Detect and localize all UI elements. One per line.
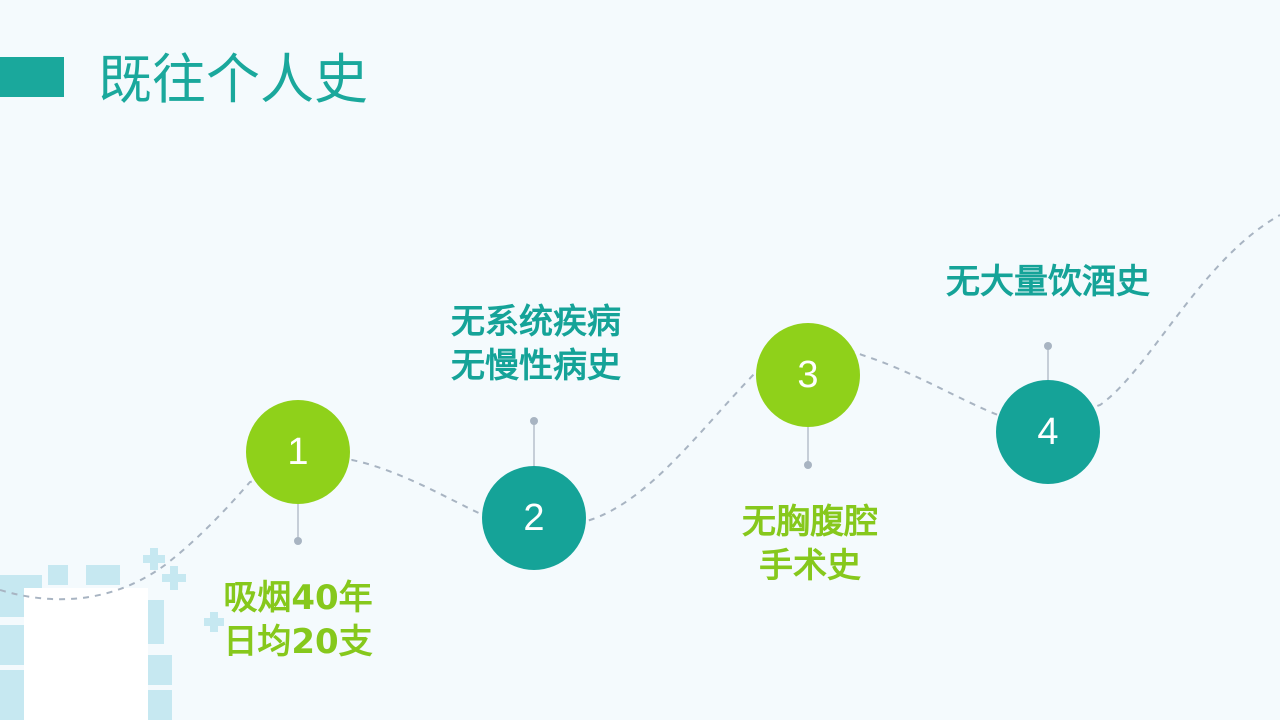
- connector-4: [1044, 342, 1052, 380]
- step-2-label-line-2: 无慢性病史: [451, 346, 621, 386]
- step-2-circle: 2: [482, 466, 586, 570]
- step-3-label-line-1: 无胸腹腔: [742, 502, 878, 542]
- step-1-label-line-2: 日均20支: [223, 622, 373, 662]
- step-1-label: 吸烟40年 日均20支: [200, 576, 396, 664]
- step-3-label-line-2: 手术史: [759, 546, 861, 586]
- connector-3: [804, 427, 812, 469]
- step-3-label: 无胸腹腔 手术史: [710, 500, 910, 588]
- title-accent-bar: [0, 57, 64, 97]
- page-title: 既往个人史: [98, 48, 368, 111]
- step-2-label: 无系统疾病 无慢性病史: [420, 300, 652, 388]
- step-4-circle: 4: [996, 380, 1100, 484]
- connector-2: [530, 417, 538, 466]
- step-1-label-line-1: 吸烟40年: [223, 578, 373, 618]
- step-1-circle: 1: [246, 400, 350, 504]
- step-2-label-line-1: 无系统疾病: [451, 302, 621, 342]
- step-4-label-line-1: 无大量饮酒史: [946, 262, 1150, 302]
- connector-1: [294, 504, 302, 545]
- decorative-white-block: [24, 588, 148, 720]
- step-4-label: 无大量饮酒史: [910, 260, 1186, 304]
- step-3-circle: 3: [756, 323, 860, 427]
